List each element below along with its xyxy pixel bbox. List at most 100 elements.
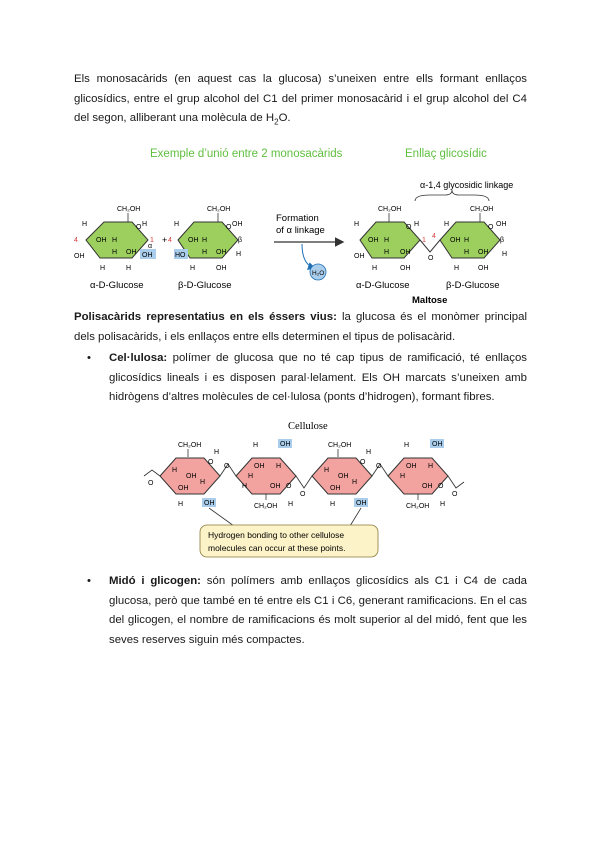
svg-text:OH: OH [400, 265, 411, 272]
svg-text:O: O [406, 224, 412, 231]
cellulose-ring-1: CH₂OH O H OH OH H H OH H [159, 442, 221, 508]
polysaccharides-paragraph: Polisacàrids representatius en els ésser… [74, 308, 527, 347]
cellulose-text-block: Cel·lulosa: polímer de glucosa que no té… [109, 349, 527, 408]
svg-text:H: H [372, 265, 377, 272]
hydrogen-bond-callout [199, 524, 379, 558]
svg-text:H: H [190, 265, 195, 272]
svg-text:O: O [488, 224, 494, 231]
svg-text:H: H [112, 249, 117, 256]
svg-text:H: H [414, 221, 419, 228]
svg-text:1: 1 [150, 237, 154, 244]
svg-text:CH₂OH: CH₂OH [406, 503, 429, 510]
svg-text:O: O [208, 459, 214, 466]
svg-text:β: β [238, 237, 242, 244]
svg-text:OH: OH [280, 441, 291, 448]
list-item-starch-glycogen: • Midó i glicogen: són polímers amb enll… [87, 572, 527, 650]
svg-text:1: 1 [422, 237, 426, 244]
cellulose-term: Cel·lulosa: [109, 352, 168, 364]
polysaccharides-heading: Polisacàrids representatius en els ésser… [74, 311, 337, 323]
svg-text:OH: OH [232, 221, 243, 228]
alpha-glucose-ring: CH₂OH O H OH H OH H H 4 1 OH α OH H H α-… [74, 206, 156, 291]
svg-text:OH: OH [254, 463, 265, 470]
svg-text:H: H [126, 265, 131, 272]
svg-text:OH: OH [450, 237, 461, 244]
svg-text:H: H [440, 501, 445, 508]
svg-text:4: 4 [168, 237, 172, 244]
water-molecule [309, 263, 327, 281]
svg-text:H: H [202, 249, 207, 256]
svg-text:CH₂OH: CH₂OH [254, 503, 277, 510]
svg-text:H: H [100, 265, 105, 272]
svg-text:OH: OH [422, 483, 433, 490]
svg-text:OH: OH [96, 237, 107, 244]
svg-text:OH: OH [126, 249, 137, 256]
polysaccharides-text: la glucosa és el monòmer principal dels … [74, 311, 527, 343]
svg-text:O: O [136, 224, 142, 231]
beta-glucose-ring: CH₂OH O H OH H OH H OH 4 β HO H H OH β-D… [168, 206, 243, 291]
svg-text:O: O [226, 224, 232, 231]
starch-term: Midó i glicogen: [109, 575, 201, 587]
svg-text:H: H [82, 221, 87, 228]
svg-text:OH: OH [216, 265, 227, 272]
svg-text:O: O [286, 483, 292, 490]
fig1-heading-right: Enllaç glicosídic [405, 148, 487, 160]
svg-text:H: H [248, 473, 253, 480]
svg-text:H: H [236, 251, 241, 258]
svg-text:H: H [366, 449, 371, 456]
formation-label-1: Formation [276, 213, 319, 224]
svg-text:H: H [253, 442, 258, 449]
svg-text:H: H [276, 463, 281, 470]
intro-subscript: 2 [274, 117, 279, 127]
svg-text:OH: OH [338, 473, 349, 480]
svg-text:H: H [214, 449, 219, 456]
svg-text:OH: OH [270, 483, 281, 490]
svg-text:CH₂OH: CH₂OH [378, 206, 401, 213]
svg-text:H: H [200, 479, 205, 486]
svg-text:H: H [428, 463, 433, 470]
svg-text:O: O [428, 255, 434, 262]
svg-text:H: H [178, 501, 183, 508]
formation-label-2: of α linkage [276, 225, 325, 236]
svg-text:OH: OH [368, 237, 379, 244]
bullet-dot: • [87, 352, 91, 364]
svg-text:H: H [172, 467, 177, 474]
label-maltose: Maltose [412, 295, 447, 306]
svg-text:OH: OH [178, 485, 189, 492]
svg-text:H: H [288, 501, 293, 508]
svg-text:H₂O: H₂O [312, 270, 324, 277]
starch-text-block: Midó i glicogen: són polímers amb enllaç… [109, 572, 527, 650]
svg-text:O: O [148, 480, 154, 487]
svg-text:α: α [148, 243, 152, 250]
list-item-cellulose: • Cel·lulosa: polímer de glucosa que no … [87, 349, 527, 408]
cellulose-ring-3: CH₂OH O H OH OH H H OH H [311, 442, 373, 508]
callout-pointer [349, 507, 362, 527]
svg-text:H: H [464, 249, 469, 256]
svg-text:H: H [112, 237, 117, 244]
cellulose-ring-4: H OH H OH H OH O CH₂OH H [387, 439, 449, 510]
svg-text:H: H [352, 479, 357, 486]
label-maltose-alpha: α-D-Glucose [356, 280, 410, 291]
svg-text:CH₂OH: CH₂OH [328, 442, 351, 449]
svg-text:H: H [324, 467, 329, 474]
glycosidic-linkage-label: α-1,4 glycosidic linkage [420, 180, 513, 190]
svg-text:OH: OH [74, 253, 85, 260]
maltose-molecule: α-1,4 glycosidic linkage CH₂OH O H OH H … [354, 180, 513, 306]
callout-line-1: Hydrogen bonding to other cellulose [208, 530, 344, 540]
intro-text-a: Els monosacàrids (en aquest cas la gluco… [74, 73, 527, 124]
svg-text:HO: HO [175, 252, 186, 259]
cellulose-figure: Cellulose O CH₂OH O H OH OH H H OH H O H… [143, 421, 465, 558]
cellulose-title: Cellulose [288, 421, 328, 432]
svg-text:H: H [354, 221, 359, 228]
svg-text:OH: OH [478, 265, 489, 272]
callout-pointer [208, 507, 235, 527]
svg-text:4: 4 [432, 233, 436, 240]
bullet-dot: • [87, 575, 91, 587]
svg-text:OH: OH [186, 473, 197, 480]
svg-text:4: 4 [74, 237, 78, 244]
svg-text:OH: OH [496, 221, 507, 228]
svg-text:β: β [500, 237, 504, 244]
svg-text:H: H [502, 251, 507, 258]
svg-text:H: H [444, 221, 449, 228]
svg-text:H: H [464, 237, 469, 244]
svg-text:H: H [174, 221, 179, 228]
